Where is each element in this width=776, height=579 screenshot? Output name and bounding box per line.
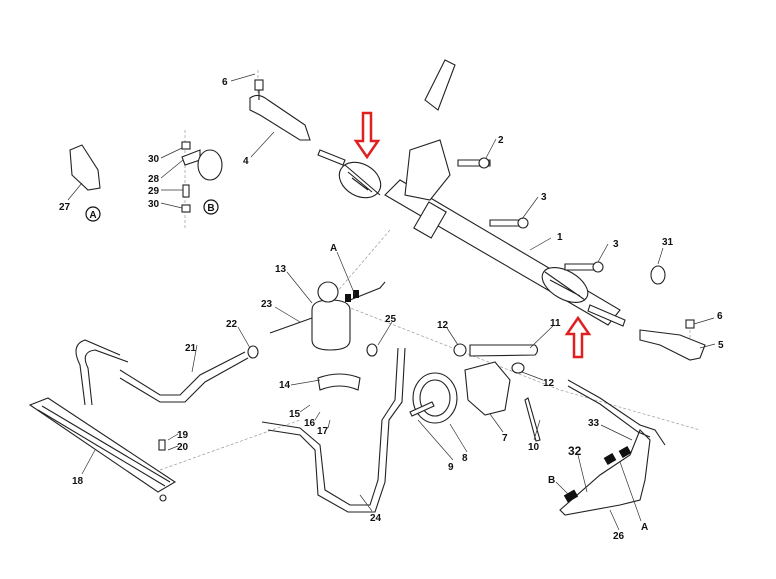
callout-17: 17 — [317, 426, 329, 437]
tie-rod-end-right — [639, 265, 706, 361]
callout-4: 4 — [243, 156, 249, 167]
power-steering-pump — [409, 343, 541, 442]
callout-5: 5 — [718, 340, 724, 351]
callout-12: 12 — [437, 320, 449, 331]
leader-lines — [67, 73, 716, 531]
callout-a: A — [641, 522, 648, 533]
callout-11: 11 — [550, 318, 561, 329]
callout-27: 27 — [59, 202, 71, 213]
callout-10: 10 — [528, 442, 540, 453]
callout-18: 18 — [72, 476, 84, 487]
callout-12: 12 — [543, 378, 555, 389]
callout-26: 26 — [613, 531, 625, 542]
callout-6: 6 — [222, 77, 228, 88]
callout-21: 21 — [185, 343, 197, 354]
callout-24: 24 — [370, 513, 382, 524]
steering-rack — [317, 59, 626, 327]
mount-parts-28-30 — [181, 141, 223, 213]
callout-2: 2 — [498, 135, 504, 146]
hoses — [75, 339, 666, 516]
callout-32: 32 — [568, 444, 582, 458]
callout-b: B — [548, 475, 555, 486]
tie-rod-end-left — [249, 79, 311, 141]
callout-31: 31 — [662, 237, 674, 248]
callout-15: 15 — [289, 409, 301, 420]
arrow-down-icon — [353, 111, 381, 160]
callout-29: 29 — [148, 186, 160, 197]
clip-part-27 — [69, 144, 101, 191]
callout-30: 30 — [148, 199, 160, 210]
callout-3: 3 — [613, 239, 619, 250]
callout-14: 14 — [279, 380, 291, 391]
part-callouts: 1 2 3 3 4 5 6 6 7 8 9 10 11 12 12 13 14 … — [59, 77, 724, 542]
callout-6: 6 — [717, 311, 723, 322]
callout-1: 1 — [557, 232, 563, 243]
arrow-up-icon — [564, 315, 592, 359]
fluid-reservoir — [247, 281, 386, 391]
callout-22: 22 — [226, 319, 238, 330]
oil-cooler — [28, 397, 177, 502]
callout-7: 7 — [502, 433, 508, 444]
callout-3: 3 — [541, 192, 547, 203]
callout-33: 33 — [588, 418, 600, 429]
callout-a: A — [330, 243, 337, 254]
callout-13: 13 — [275, 264, 287, 275]
callout-25: 25 — [385, 314, 397, 325]
callout-19: 19 — [177, 430, 189, 441]
callout-30: 30 — [148, 154, 160, 165]
callout-23: 23 — [261, 299, 273, 310]
detail-view-b-label: B — [207, 203, 214, 214]
detail-view-markers: A B — [85, 199, 219, 222]
callout-28: 28 — [148, 174, 160, 185]
callout-16: 16 — [304, 418, 316, 429]
callout-20: 20 — [177, 442, 189, 453]
callout-9: 9 — [448, 462, 454, 473]
callout-8: 8 — [462, 453, 468, 464]
detail-view-a-label: A — [89, 210, 96, 221]
highlight-arrows — [353, 111, 592, 359]
